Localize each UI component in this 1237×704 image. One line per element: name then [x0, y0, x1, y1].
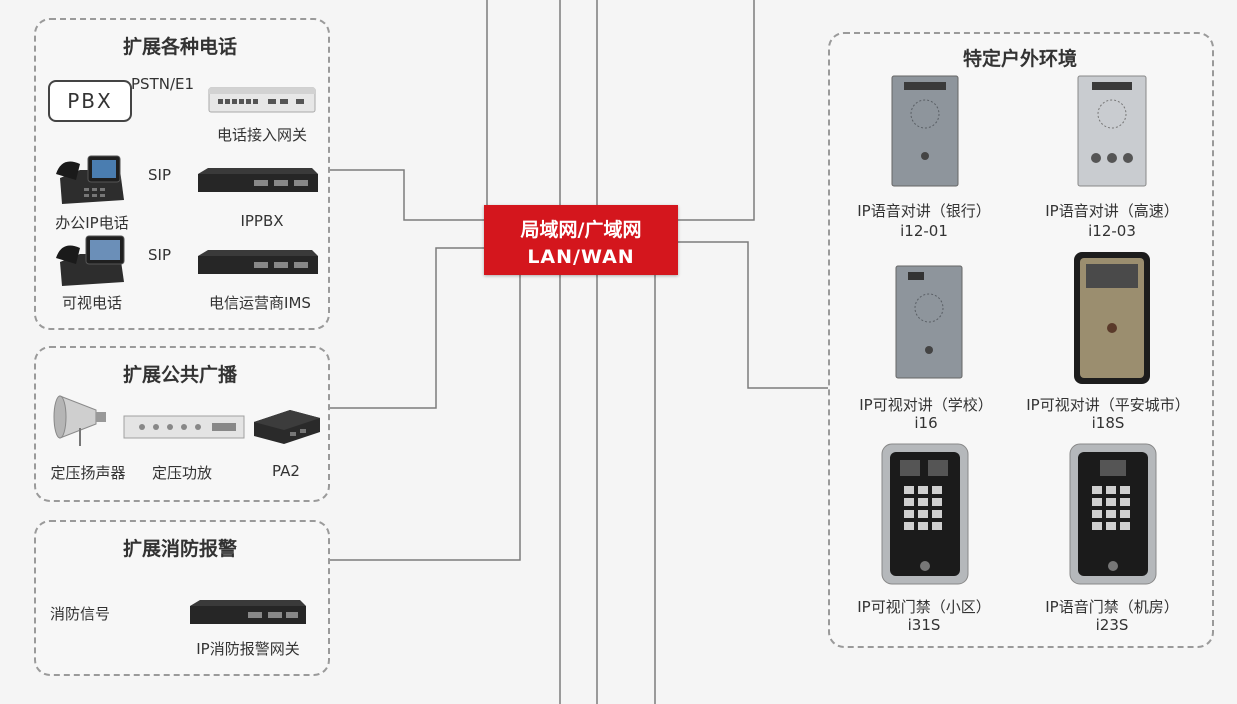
intercom-i12-01-icon	[891, 75, 959, 187]
device1-name: IP语音对讲（银行）	[857, 202, 991, 220]
ippbx-device-icon	[198, 168, 318, 192]
device4-model: i18S	[1091, 414, 1125, 432]
sip1-label: SIP	[148, 166, 171, 184]
video-phone-label: 可视电话	[61, 294, 123, 312]
speaker-label: 定压扬声器	[50, 464, 126, 482]
device6-name: IP语音门禁（机房）	[1045, 598, 1179, 616]
device3-model: i16	[914, 414, 938, 432]
office-phone-label: 办公IP电话	[55, 214, 129, 232]
speaker-icon	[53, 395, 106, 446]
gateway-device-icon	[208, 87, 316, 113]
fire-title: 扩展消防报警	[122, 538, 238, 560]
video-phone-icon	[56, 235, 125, 286]
fire-gateway-label: IP消防报警网关	[196, 640, 300, 658]
pa2-device-icon	[254, 410, 320, 444]
intercom-i18s-icon	[1074, 252, 1150, 384]
intercom-i16-icon	[895, 265, 963, 379]
device5-name: IP可视门禁（小区）	[857, 598, 991, 616]
amplifier-icon	[123, 415, 245, 439]
broadcast-title: 扩展公共广播	[122, 364, 238, 386]
device1-model: i12-01	[900, 222, 948, 240]
pstn-label: PSTN/E1	[131, 75, 195, 93]
intercom-i12-03-icon	[1077, 75, 1147, 187]
lan-wan-hub: 局域网/广域网 LAN/WAN	[484, 205, 678, 275]
office-phone-icon	[56, 155, 124, 204]
device6-model: i23S	[1095, 616, 1129, 634]
device5-model: i31S	[907, 616, 941, 634]
lan-line2: LAN/WAN	[527, 246, 635, 268]
device3-name: IP可视对讲（学校）	[859, 396, 993, 414]
fire-panel	[34, 520, 330, 676]
access-i23s-icon	[1069, 443, 1157, 585]
sip2-label: SIP	[148, 246, 171, 264]
gateway-label: 电话接入网关	[216, 126, 308, 144]
device2-model: i12-03	[1088, 222, 1136, 240]
fire-gateway-icon	[190, 600, 306, 624]
ims-label: 电信运营商IMS	[209, 294, 311, 312]
device2-name: IP语音对讲（高速）	[1045, 202, 1179, 220]
pa2-label: PA2	[272, 462, 300, 480]
access-i31s-icon	[881, 443, 969, 585]
phones-title: 扩展各种电话	[122, 36, 238, 58]
pbx-box: PBX	[48, 80, 132, 122]
device4-name: IP可视对讲（平安城市）	[1026, 396, 1190, 414]
outdoor-title: 特定户外环境	[962, 48, 1078, 70]
amplifier-label: 定压功放	[151, 464, 213, 482]
lan-line1: 局域网/广域网	[520, 219, 642, 241]
fire-signal-label: 消防信号	[50, 605, 111, 623]
ims-device-icon	[198, 250, 318, 274]
ippbx-label: IPPBX	[240, 212, 284, 230]
